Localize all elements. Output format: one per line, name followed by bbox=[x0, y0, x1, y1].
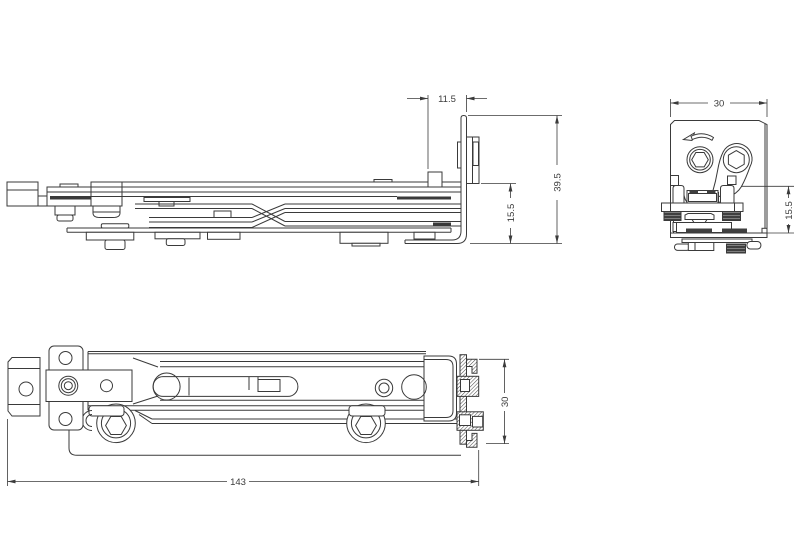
plan-right-roller bbox=[346, 403, 386, 444]
plan-guide-edges bbox=[134, 410, 460, 424]
plan-body bbox=[87, 351, 426, 411]
left-hex-screw bbox=[686, 146, 714, 174]
side-bottom-plate bbox=[66, 223, 452, 250]
dim-side-lower-height: 15.5 bbox=[481, 183, 517, 244]
dim-label-39-5: 39.5 bbox=[552, 173, 563, 192]
side-l-bracket bbox=[404, 114, 480, 244]
plan-slot bbox=[152, 372, 299, 401]
dim-plan-width: 30 bbox=[479, 358, 511, 445]
plan-guide-plate bbox=[68, 428, 461, 456]
dim-end-width: 30 bbox=[670, 98, 768, 117]
side-view: 11.5 39.5 15.5 bbox=[6, 94, 563, 250]
plan-ring-hole bbox=[374, 378, 394, 398]
plan-rail-section bbox=[456, 354, 484, 448]
side-left-blocks bbox=[46, 181, 123, 222]
plan-view: 143 30 bbox=[7, 345, 511, 488]
dim-side-top-width: 11.5 bbox=[407, 94, 487, 169]
left-knurled-nut bbox=[663, 211, 682, 221]
plan-cross-plate bbox=[45, 345, 133, 431]
dim-label-15-5-end: 15.5 bbox=[784, 201, 795, 220]
end-axle-assembly bbox=[674, 238, 762, 254]
dim-label-143: 143 bbox=[230, 477, 246, 488]
side-spring-strips bbox=[135, 203, 461, 228]
dim-side-overall-height: 39.5 bbox=[468, 115, 563, 244]
dim-label-30-end: 30 bbox=[714, 98, 725, 109]
plan-end-hole bbox=[401, 374, 427, 400]
plan-end-cap bbox=[423, 355, 457, 422]
plan-left-roller bbox=[81, 403, 136, 444]
side-plates bbox=[47, 171, 461, 226]
dim-end-lower-height: 15.5 bbox=[741, 185, 795, 234]
dim-label-30-plan: 30 bbox=[500, 397, 511, 408]
rotation-arrow-icon bbox=[681, 131, 715, 142]
dim-plan-length: 143 bbox=[7, 419, 480, 488]
right-knurled-nut bbox=[722, 211, 741, 221]
end-plate-tab bbox=[670, 175, 679, 186]
end-carriage bbox=[661, 185, 768, 238]
end-view: 30 15.5 bbox=[661, 98, 795, 254]
dim-label-15-5-side: 15.5 bbox=[506, 204, 517, 223]
dim-label-11-5: 11.5 bbox=[438, 94, 456, 105]
right-hex-screw-cam bbox=[712, 143, 753, 203]
plan-tongue bbox=[7, 357, 41, 417]
side-left-tongue bbox=[6, 181, 48, 207]
